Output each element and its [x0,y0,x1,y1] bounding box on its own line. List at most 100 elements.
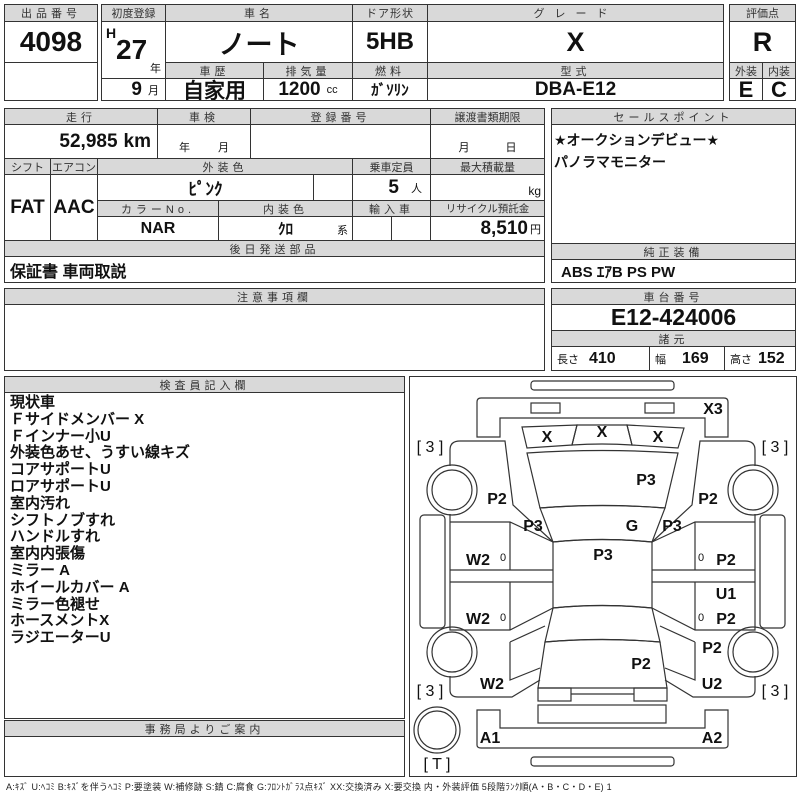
mark-step-r: U1 [715,586,737,603]
note-line: ミラー色褪せ [10,595,101,613]
rear-bumper [476,709,729,749]
note-line: 室内内張傷 [10,545,86,563]
year-unit: 年 [150,63,161,75]
transfer-label: 譲渡書類期限 [430,108,545,125]
sales-point-box: ★オークションデビュー★ パノラマモニター [551,124,796,244]
shift-label: シフト [4,158,51,175]
displacement: 1200 [278,78,321,100]
chassis-label: 車台番号 [551,288,796,305]
equipment: ABS ｴｱB PS PW [551,259,796,283]
mark-glass: G [625,518,639,535]
grade: X [427,21,724,63]
specs-label: 諸元 [551,330,796,347]
import-label: 輸入車 [352,200,431,217]
windshield [539,504,666,543]
inspection-month-unit: 月 [218,142,229,154]
mark-door-rl: W2 [466,611,490,628]
capacity: 5 [388,176,399,198]
sales-point-label: セールスポイント [551,108,796,125]
recycle-label: リサイクル預託金 [430,200,545,217]
score-label: 評価点 [729,4,796,22]
car-diagram [413,380,786,767]
note-line: ロアサポートU [10,477,111,495]
mark-trunk: P2 [631,656,651,673]
mark-pillar-r: P3 [662,518,682,535]
caution-box [4,304,545,371]
import-cell-2 [391,216,431,241]
car-name: ノート [165,21,353,63]
reg-no-label: 登録番号 [250,108,431,125]
front-body [476,397,729,438]
damage-diagram-frame [409,376,797,777]
shift: FAT [4,174,51,241]
rear-bumper-bar [530,756,675,767]
int-color: ｸﾛ [277,221,293,238]
grade-label: グレード [427,4,724,22]
lot-number: 4098 [4,21,98,63]
cc-unit: cc [326,83,338,96]
ext-color-blank [313,174,353,201]
air-conditioner: AAC [50,174,98,241]
month-unit: 月 [148,84,159,97]
history-label: 車歴 [165,62,264,79]
ext-score-label: 外装 [729,62,763,79]
grille-right [626,424,685,449]
mileage: 52,985 [59,130,118,152]
era: H [106,25,117,41]
int-score-label: 内装 [762,62,796,79]
max-load-label: 最大積載量 [430,158,545,175]
sales-point-line: ★オークションデビュー★ [554,132,720,148]
ext-color: ﾋﾟﾝｸ [97,174,314,201]
reg-no-cell [250,124,431,159]
inspector-label: 検査員記入欄 [4,376,405,393]
office-label: 事務局よりご案内 [4,720,405,737]
mark-door-fl-count: 0 [499,552,507,564]
fuel: ｶﾞｿﾘﾝ [352,78,428,101]
mark-quarter-l: W2 [480,676,504,693]
taillight-right [633,687,668,702]
note-line: 室内汚れ [10,494,71,512]
spare-tire [413,706,461,754]
mark-quarter-r: P2 [702,640,722,657]
tire-fl-tread: [ 3 ] [416,439,444,456]
yen-unit: 円 [530,223,541,236]
mileage-label: 走行 [4,108,158,125]
caution-label: 注意事項欄 [4,288,545,305]
mark-door-fr: P2 [716,552,736,569]
mark-pillar-l: P3 [523,518,543,535]
mark-door-fr-count: 0 [697,552,705,564]
mark-quarter-r2: U2 [701,676,723,693]
length-label: 長さ [557,353,579,366]
office-box [4,736,405,777]
mark-door-rr: P2 [716,611,736,628]
height-label: 高さ [730,353,752,366]
note-line: ラジエーターU [10,629,111,647]
inspection-cell: 年月 [157,124,251,159]
color-no-label: カラーNo. [97,200,219,217]
transfer-month-unit: 月 [458,142,470,154]
mark-door-rr-count: 0 [697,612,705,624]
mark-bumper-rl: A1 [479,730,501,747]
ac-label: エアコン [50,158,98,175]
spare-tire-mark: [ T ] [423,756,451,773]
note-line: ミラー A [10,561,71,579]
mark-hood: P3 [636,472,656,489]
mark-door-fl: W2 [466,552,490,569]
first-reg-month: 9 [131,78,142,100]
headlight-right [644,402,675,414]
capacity-unit: 人 [411,182,422,195]
later-parts-label: 後日発送部品 [4,240,545,257]
capacity-label: 乗車定員 [352,158,431,175]
recycle-fee: 8,510 [480,217,528,239]
history: 自家用 [165,78,264,101]
lot-label: 出品番号 [4,4,98,22]
note-line: ホイールカバー A [10,578,130,596]
ext-color-label: 外装色 [97,158,353,175]
model-label: 型式 [427,62,724,79]
note-line: 外装色あせ、うすい線キズ [10,444,191,462]
note-line: Ｆサイドメンバー X [10,410,145,428]
